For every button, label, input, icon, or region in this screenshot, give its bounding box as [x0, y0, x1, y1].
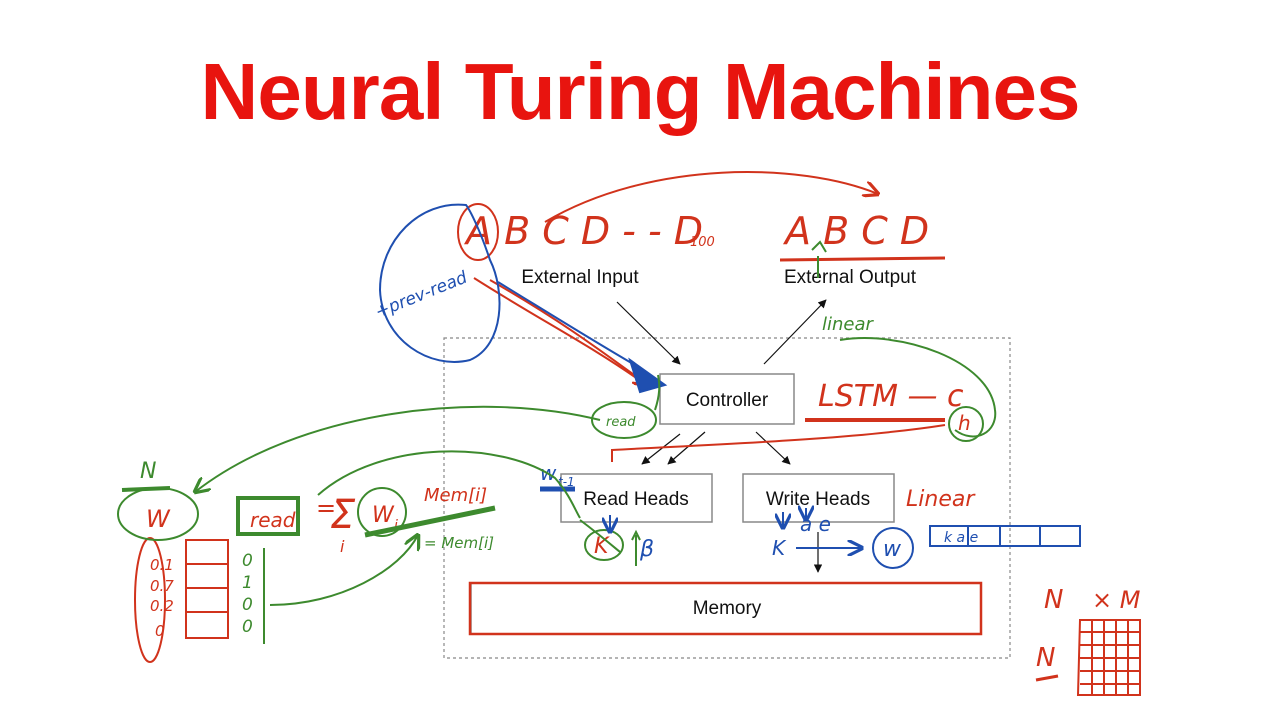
n-side-label: N	[1036, 643, 1055, 673]
controller-label: Controller	[686, 390, 769, 411]
red-annotations	[134, 171, 1141, 696]
m-label: × M	[1092, 586, 1141, 614]
write-heads-box	[742, 473, 895, 523]
write-heads-label: Write Heads	[766, 489, 870, 510]
linear-top-label: linear	[822, 314, 875, 335]
ntm-boundary	[443, 337, 1011, 659]
read-formula-lhs: read	[250, 508, 296, 532]
input-sequence: A B C D - - D	[463, 209, 703, 253]
read-small-label: read	[606, 415, 636, 430]
w-i-sub: i	[394, 518, 398, 534]
bit-1: 1	[242, 573, 253, 593]
read-heads-label: Read Heads	[583, 489, 689, 510]
sigma: Σ	[330, 492, 356, 538]
k-write-label: K	[772, 536, 787, 560]
w-prev-sub: t-1	[558, 475, 575, 489]
weight-3: 0	[155, 622, 165, 640]
w-i-label: W	[372, 503, 395, 528]
bit-2: 0	[242, 595, 253, 615]
write-params: k a e	[944, 530, 978, 546]
external-output-label: External Output	[784, 267, 917, 288]
eq-sign: =	[316, 494, 336, 522]
weight-1: 0.7	[150, 577, 174, 595]
weight-0: 0.1	[150, 556, 174, 574]
a-e-label: a e	[800, 512, 831, 536]
external-input-label: External Input	[521, 267, 639, 288]
input-subscript: 100	[690, 235, 715, 250]
lstm-label: LSTM — c	[818, 379, 964, 414]
blue-annotations	[378, 203, 1081, 569]
controller-box	[659, 373, 795, 425]
prev-read-label: +prev-read	[372, 268, 470, 323]
w-left-label: W	[146, 505, 171, 533]
sum-sub: i	[340, 537, 345, 556]
beta-label: β	[639, 537, 654, 562]
n-label: N	[1044, 585, 1063, 615]
bit-0: 0	[242, 551, 253, 571]
weight-2: 0.2	[150, 597, 174, 615]
green-annotations	[117, 240, 997, 644]
page-title: Neural Turing Machines	[200, 47, 1081, 136]
printed-arrows	[616, 299, 827, 573]
n-top-label: N	[140, 459, 156, 484]
mem-i-lower: = Mem[i]	[424, 534, 494, 552]
mem-i-label: Mem[i]	[424, 485, 487, 506]
linear-right-label: Linear	[906, 487, 976, 512]
output-sequence: A B C D	[782, 209, 929, 253]
w-write-label: w	[883, 537, 902, 562]
bit-3: 0	[242, 617, 253, 637]
h-label: h	[958, 411, 971, 435]
read-heads-box	[560, 473, 713, 523]
memory-label: Memory	[693, 598, 762, 619]
